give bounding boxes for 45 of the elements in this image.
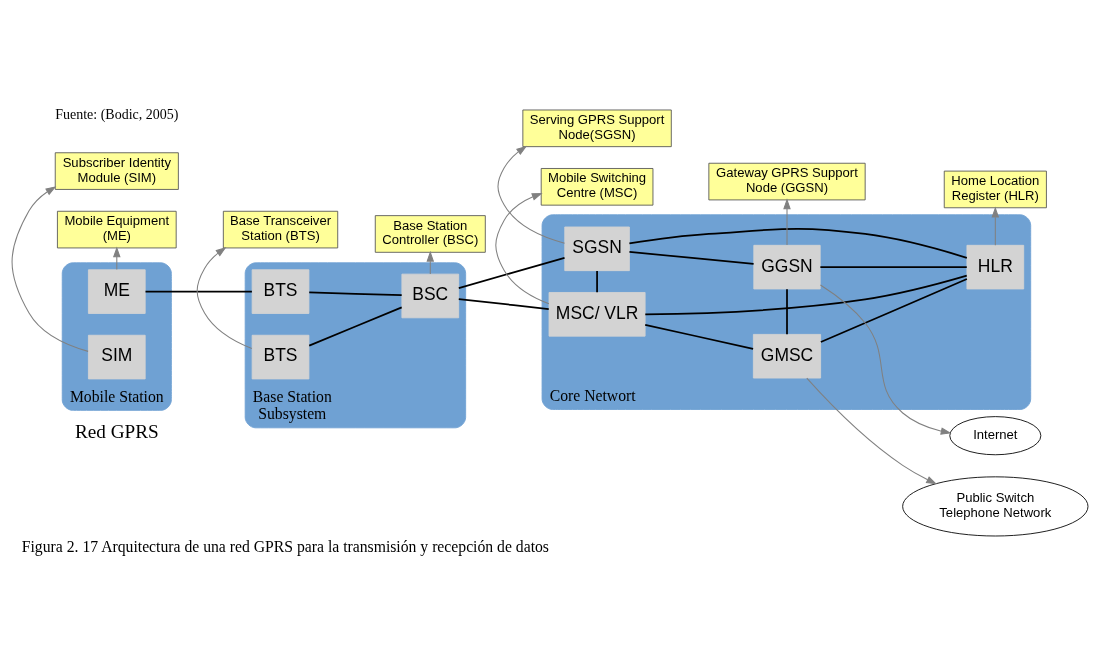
connector (628, 250, 755, 265)
node-box: Home Location Register (HLR) (943, 170, 1047, 208)
node-box: Mobile Switching Centre (MSC) (540, 167, 654, 206)
arrow (991, 206, 1000, 246)
arrow (497, 145, 566, 244)
caption: Figura 2. 17 Arquitectura de una red GPRS para la transmisión y recepción de datos (21, 537, 549, 555)
node-box: HLR (966, 244, 1025, 289)
node-box: GGSN (753, 244, 821, 289)
connector (308, 306, 403, 346)
node-box: BTS (251, 268, 310, 314)
node-box: BSC (401, 273, 460, 318)
arrow (11, 185, 89, 352)
arrow (426, 250, 435, 274)
connector (786, 287, 788, 335)
node-box: Subscriber Identity Module (SIM) (54, 151, 179, 190)
connector (644, 274, 968, 315)
arrow (495, 192, 550, 304)
node-box: SGSN (564, 226, 630, 271)
arrow (113, 245, 121, 270)
arrow (196, 246, 253, 349)
arrow (806, 377, 938, 484)
connector (628, 227, 968, 259)
node-box: ME (88, 268, 146, 314)
node-box: Serving GPRS Support Node(SGSN) (522, 109, 672, 147)
node-box: Mobile Equipment (ME) (57, 210, 177, 248)
node-box: MSC/ VLR (548, 291, 646, 337)
connector (144, 290, 253, 292)
label: Fuente: (Bodic, 2005) (55, 106, 179, 122)
node-box: BTS (251, 334, 310, 379)
node-ellipse: Internet (949, 415, 1042, 455)
arrow (783, 197, 791, 246)
connector (457, 297, 550, 310)
node-box: Base Transceiver Station (BTS) (222, 210, 339, 248)
connector (308, 291, 403, 296)
connector (457, 256, 566, 289)
connector (819, 265, 968, 268)
connector (644, 323, 754, 350)
node-box: Base Station Controller (BSC) (374, 214, 486, 253)
connector (596, 269, 598, 293)
arrow (819, 284, 952, 435)
connector (819, 277, 968, 343)
node-box: Gateway GPRS Support Node (GGSN) (708, 162, 866, 200)
diagram-title: Red GPRS (74, 420, 159, 442)
node-box: SIM (88, 334, 146, 379)
node-box: GMSC (752, 333, 822, 378)
